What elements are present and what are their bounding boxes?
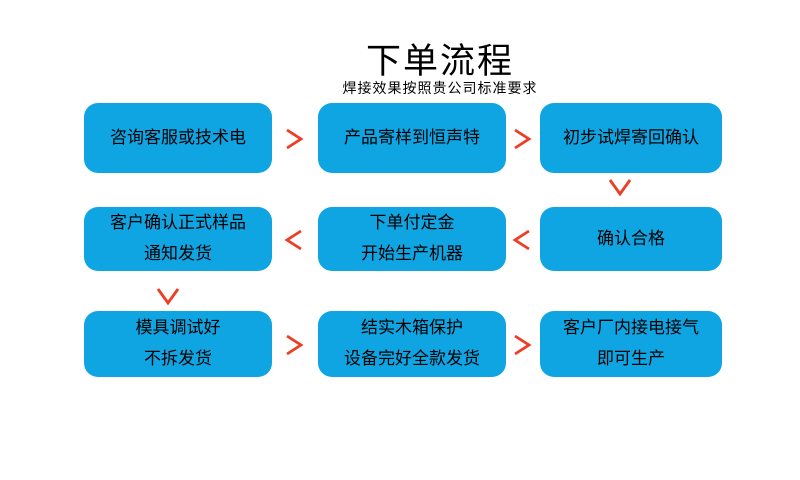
flow-step-8-text-line2: 设备完好全款发货 [344, 349, 480, 368]
flow-step-7: 模具调试好 不拆发货 [84, 311, 272, 377]
arrow-down-icon [608, 179, 632, 197]
flow-step-2: 产品寄样到恒声特 [318, 103, 506, 173]
arrow-right-icon [514, 128, 532, 150]
flow-step-5-text-line1: 下单付定金 [369, 213, 455, 233]
flow-step-4: 确认合格 [540, 207, 722, 271]
arrow-left-icon [284, 229, 302, 251]
flow-step-6: 客户确认正式样品 通知发货 [84, 207, 272, 271]
flow-step-1: 咨询客服或技术电 [84, 103, 272, 173]
flow-step-7-text-line1: 模具调试好 [135, 318, 221, 338]
flow-step-7-text-line2: 不拆发货 [144, 349, 212, 368]
arrow-right-icon [286, 128, 304, 150]
flow-step-2-text: 产品寄样到恒声特 [344, 127, 480, 147]
arrow-right-icon [514, 334, 532, 356]
flow-step-3-text: 初步试焊寄回确认 [563, 127, 699, 147]
flow-step-9: 客户厂内接电接气 即可生产 [540, 311, 722, 377]
arrow-down-icon [156, 288, 180, 306]
page-title: 下单流程 [365, 42, 514, 81]
flow-step-6-text-line2: 通知发货 [144, 244, 212, 263]
flow-step-4-text: 确认合格 [597, 228, 665, 248]
flow-step-8: 结实木箱保护 设备完好全款发货 [318, 311, 506, 377]
arrow-right-icon [286, 334, 304, 356]
page-subtitle: 焊接效果按照贵公司标准要求 [342, 80, 538, 96]
flow-step-3: 初步试焊寄回确认 [540, 103, 722, 173]
flow-step-9-text-line1: 客户厂内接电接气 [563, 318, 699, 338]
flow-step-5: 下单付定金 开始生产机器 [318, 207, 506, 271]
flow-step-9-text-line2: 即可生产 [597, 349, 665, 368]
flow-step-1-text: 咨询客服或技术电 [110, 127, 246, 147]
arrow-left-icon [512, 229, 530, 251]
flow-step-8-text-line1: 结实木箱保护 [361, 318, 463, 338]
flow-step-6-text-line1: 客户确认正式样品 [110, 213, 246, 233]
flow-step-5-text-line2: 开始生产机器 [361, 244, 463, 263]
